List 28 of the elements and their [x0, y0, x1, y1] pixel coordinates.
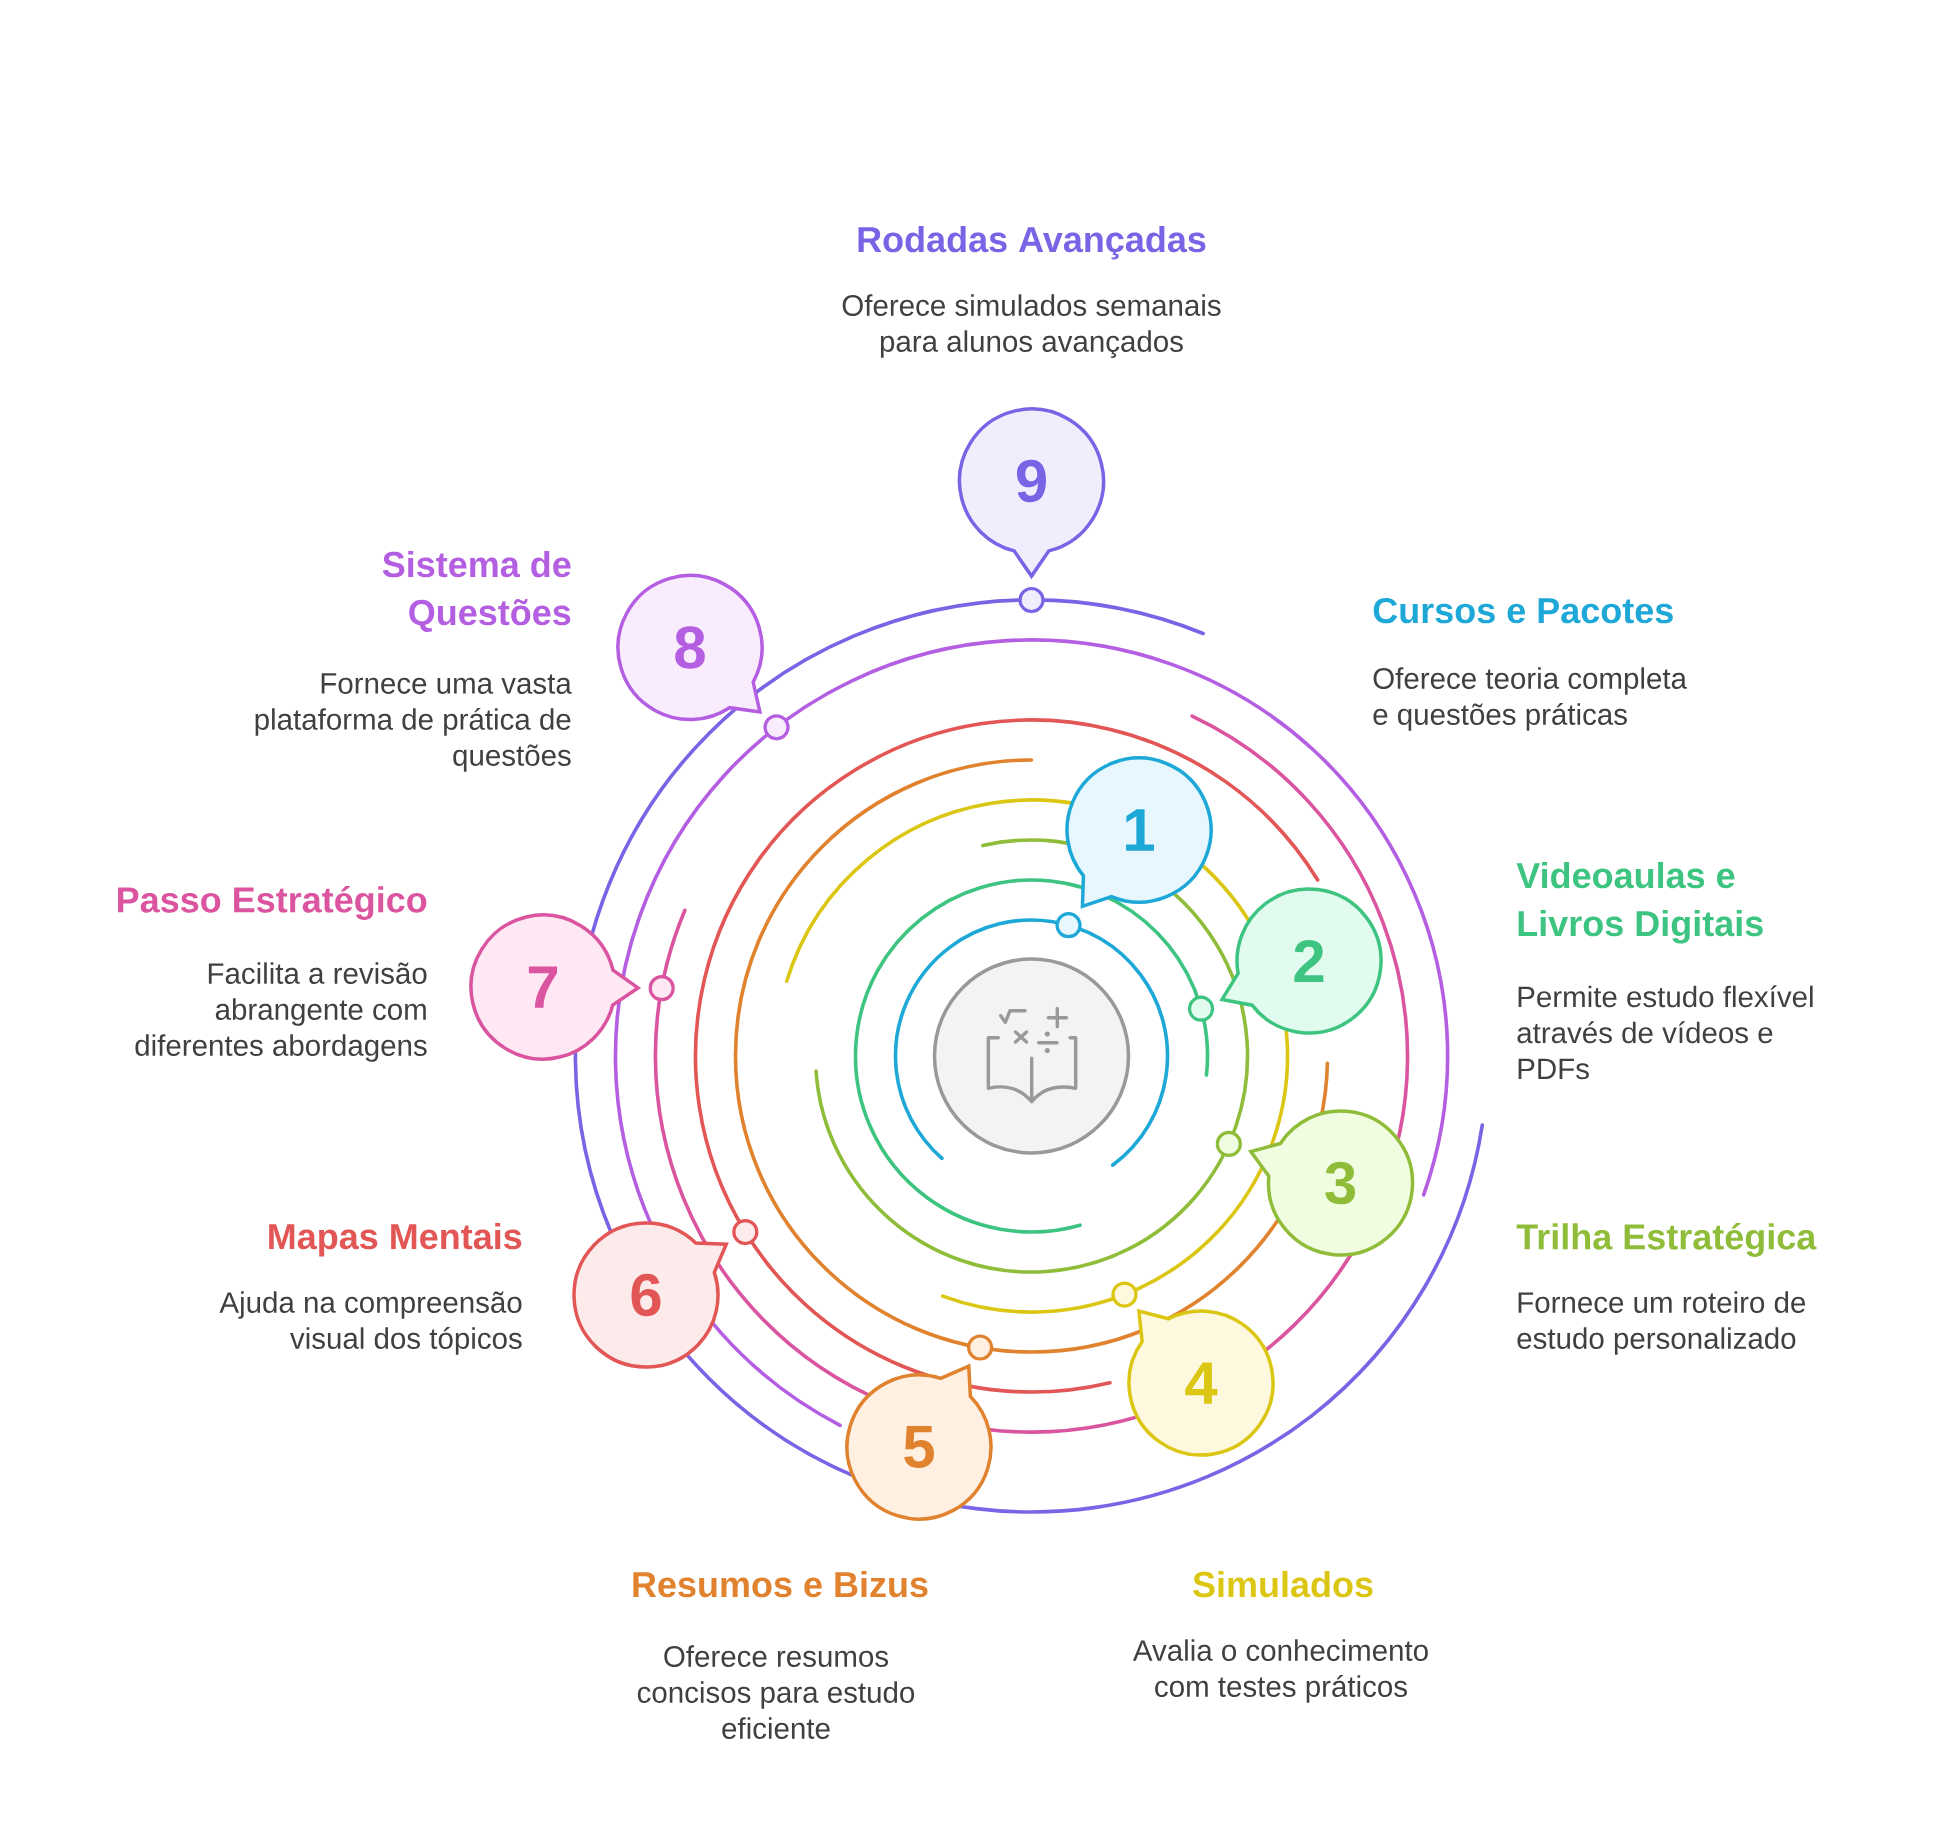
number-bubble: 7 — [469, 913, 640, 1061]
heading: Videoaulas e Livros Digitais — [1516, 861, 1763, 944]
heading: Resumos e Bizus — [633, 1570, 928, 1598]
number-bubble: 6 — [572, 1221, 729, 1369]
description: Oferece resumos concisos para estudo eficiente — [637, 1645, 915, 1739]
description: Fornece uma vasta plataforma de prática de questões — [255, 673, 572, 772]
description: Oferece simulados semanais para alunos avançados — [842, 294, 1221, 358]
center-circle — [932, 957, 1131, 1155]
description: Permite estudo flexível através de vídeos e PDFs — [1517, 985, 1813, 1080]
description: Avalia o conhecimento com testes práticos — [1132, 1639, 1428, 1703]
heading: Sistema de Questões — [382, 550, 571, 633]
heading: Trilha Estratégica — [1516, 1222, 1817, 1257]
number-bubble: 8 — [616, 573, 764, 722]
heading: Mapas Mentais — [269, 1222, 522, 1257]
number-bubble: 4 — [1127, 1309, 1275, 1457]
description: Fornece um roteiro de estudo personalizado — [1517, 1291, 1806, 1355]
heading: Cursos e Pacotes — [1373, 597, 1673, 624]
description: Ajuda na compreensão visual dos tópicos — [219, 1291, 522, 1355]
number-bubble: 5 — [845, 1364, 993, 1521]
number-bubble: 9 — [957, 407, 1106, 578]
number-bubble: 1 — [1065, 756, 1213, 909]
number-bubble: 2 — [1220, 887, 1383, 1035]
heading: Simulados — [1193, 1570, 1373, 1598]
heading: Passo Estratégico — [118, 885, 427, 920]
description: Oferece teoria completa e questões práticas — [1373, 667, 1687, 731]
number-bubble: 3 — [1249, 1109, 1415, 1257]
description: Facilita a revisão abrangente com diferentes abordagens — [135, 962, 427, 1062]
heading: Rodadas Avançadas — [858, 225, 1206, 260]
